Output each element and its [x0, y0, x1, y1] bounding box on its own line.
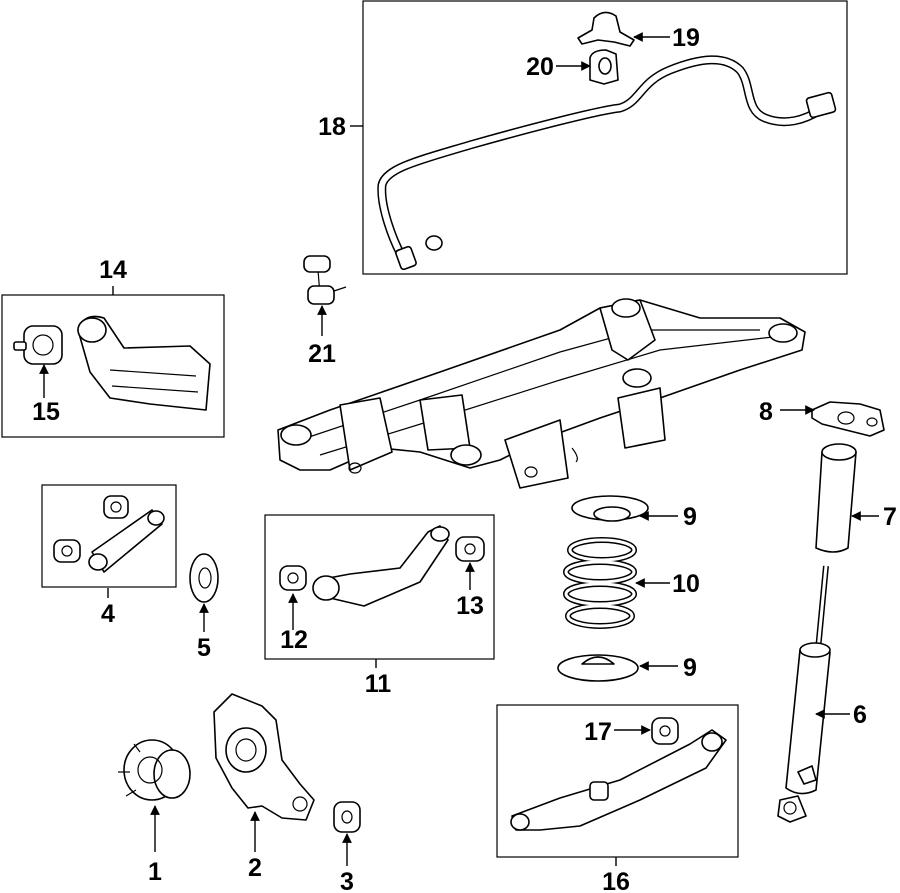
- knuckle-lower-bushing: [333, 801, 361, 833]
- callout-1: 1: [148, 858, 162, 886]
- callout-18: 18: [318, 113, 346, 141]
- rear-knuckle: [213, 693, 315, 821]
- leader-lines: [39, 32, 879, 866]
- coil-spring: [563, 537, 637, 629]
- callout-5: 5: [197, 634, 211, 662]
- callout-3: 3: [340, 868, 354, 893]
- callout-6: 6: [853, 701, 867, 729]
- group-box-4: [41, 484, 177, 588]
- upper-control-arm: [312, 525, 450, 607]
- shock-upper-mount: [811, 401, 885, 437]
- callout-9-lower: 9: [683, 654, 697, 682]
- toe-link-bushing-lower: [53, 539, 81, 563]
- callout-8: 8: [759, 398, 773, 426]
- callout-7: 7: [883, 503, 897, 531]
- stabilizer-bar-bushing: [589, 49, 619, 85]
- callout-20: 20: [526, 53, 554, 81]
- callout-14: 14: [99, 256, 127, 284]
- upper-control-arm-bushing-inner: [279, 565, 307, 591]
- callout-11: 11: [365, 670, 392, 698]
- trailing-arm: [77, 315, 211, 411]
- callout-labels: 1 2 3 4 5 6 7 8 9 10 9 11 12 13 14 15 16…: [32, 24, 897, 893]
- toe-link: [88, 509, 165, 573]
- knuckle-bushing: [189, 553, 219, 603]
- callout-16: 16: [602, 868, 630, 893]
- trailing-arm-bushing: [13, 325, 63, 365]
- rear-subframe: [277, 298, 806, 489]
- group-box-11: [264, 514, 495, 660]
- lower-control-arm-bushing: [651, 717, 679, 745]
- shock-absorber: [777, 565, 831, 823]
- stabilizer-bar: [377, 55, 837, 271]
- shock-dust-boot: [815, 443, 857, 553]
- callout-9-upper: 9: [683, 503, 697, 531]
- callout-12: 12: [280, 626, 308, 654]
- callout-13: 13: [456, 592, 484, 620]
- stabilizer-link: [303, 255, 347, 305]
- upper-control-arm-bushing-outer: [455, 536, 485, 562]
- callout-21: 21: [308, 340, 336, 368]
- toe-link-bushing-upper: [103, 495, 129, 519]
- callout-15: 15: [32, 398, 60, 426]
- callout-2: 2: [248, 854, 262, 882]
- group-box-18: [362, 0, 848, 275]
- callout-10: 10: [672, 570, 700, 598]
- spring-upper-insulator: [571, 495, 649, 522]
- lower-control-arm: [510, 729, 727, 831]
- callout-19: 19: [672, 24, 700, 52]
- group-box-16: [496, 704, 739, 858]
- callout-4: 4: [101, 600, 115, 628]
- hub-and-bearing: [118, 739, 191, 801]
- spring-lower-insulator: [557, 654, 639, 682]
- stabilizer-bar-clamp: [577, 11, 635, 47]
- callout-17: 17: [584, 718, 612, 746]
